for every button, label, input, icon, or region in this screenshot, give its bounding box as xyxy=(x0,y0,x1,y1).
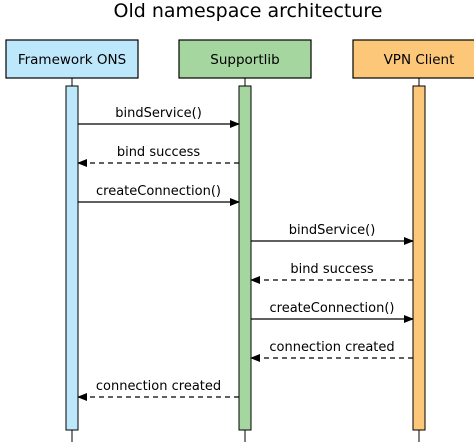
message-label: createConnection() xyxy=(270,301,395,316)
participant-box-vpn xyxy=(352,39,474,79)
participant-supportlib: Supportlib xyxy=(178,39,312,442)
message-label: connection created xyxy=(96,379,221,394)
message-5: bind success xyxy=(250,262,413,284)
activation-bar-framework xyxy=(65,85,79,431)
message-8: connection created xyxy=(77,379,239,401)
participant-box-supportlib xyxy=(178,39,312,79)
message-label: bindService() xyxy=(115,106,202,121)
participant-vpn: VPN Client xyxy=(352,39,474,442)
message-label: bind success xyxy=(290,262,374,277)
message-6: createConnection() xyxy=(251,301,414,323)
messages-layer: bindService() bind success createConnectio… xyxy=(77,106,414,401)
diagram-title: Old namespace architecture xyxy=(114,0,383,22)
message-4: bindService() xyxy=(251,223,414,245)
message-3: createConnection() xyxy=(78,184,240,206)
message-7: connection created xyxy=(250,340,413,362)
participant-label-framework: Framework ONS xyxy=(18,52,126,68)
message-label: bindService() xyxy=(289,223,376,238)
participant-framework: Framework ONS xyxy=(5,39,139,442)
participant-label-supportlib: Supportlib xyxy=(210,52,279,68)
participant-box-framework xyxy=(5,39,139,79)
activation-bar-vpn xyxy=(412,85,426,431)
participants-layer: Framework ONS Supportlib VPN Client xyxy=(5,39,474,442)
message-2: bind success xyxy=(77,145,239,167)
message-1: bindService() xyxy=(78,106,240,128)
message-label: bind success xyxy=(117,145,201,160)
participant-label-vpn: VPN Client xyxy=(384,52,455,68)
message-label: createConnection() xyxy=(96,184,221,199)
activation-bar-supportlib xyxy=(238,85,252,431)
message-label: connection created xyxy=(269,340,394,355)
